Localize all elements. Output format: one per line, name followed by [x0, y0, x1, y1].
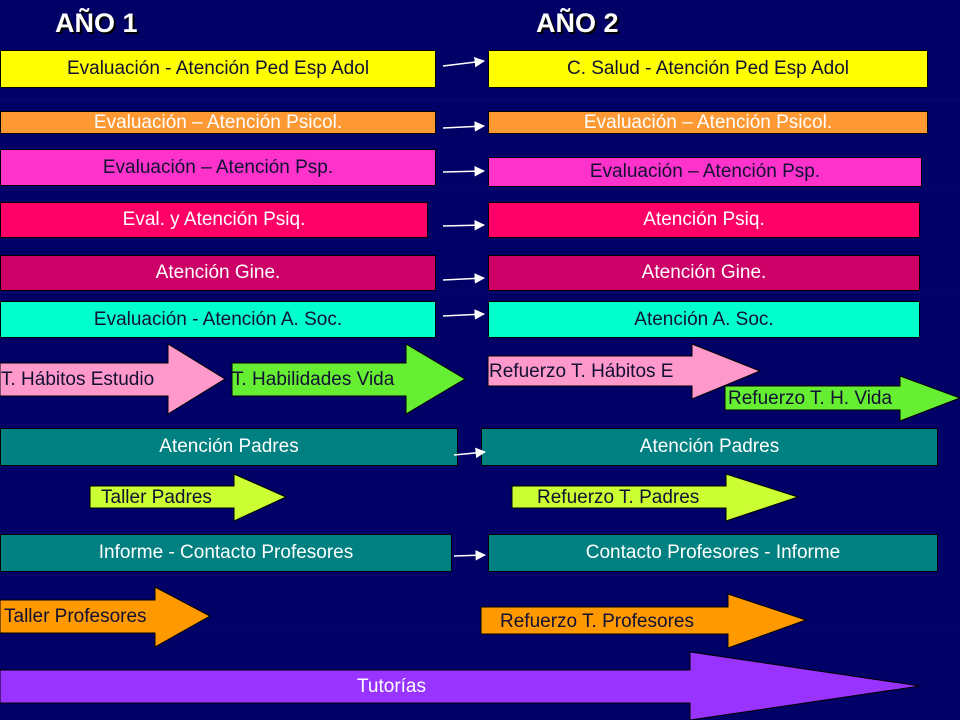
connector-arrow-row1: [442, 56, 486, 68]
label-habilidades-vida: T. Habilidades Vida: [232, 369, 395, 390]
box-psicol-year1: Evaluación – Atención Psicol.: [0, 111, 436, 134]
arrow-habitos-estudio: [0, 343, 226, 415]
box-asoc-year1: Evaluación - Atención A. Soc.: [0, 301, 436, 338]
label-refuerzo-padres: Refuerzo T. Padres: [537, 487, 700, 508]
arrow-refuerzo-padres: [511, 473, 800, 522]
box-padres-year1: Atención Padres: [0, 428, 458, 466]
arrow-taller-padres: [89, 473, 288, 522]
box-profesores-year2: Contacto Profesores - Informe: [488, 534, 938, 572]
arrow-habilidades-vida: [231, 343, 466, 415]
box-eval-ped-year1: Evaluación - Atención Ped Esp Adol: [0, 50, 436, 88]
box-gine-year1: Atención Gine.: [0, 255, 436, 291]
box-psiq-year2: Atención Psiq.: [488, 202, 920, 238]
label-refuerzo-profesores: Refuerzo T. Profesores: [500, 611, 694, 632]
connector-arrow-row3: [442, 165, 486, 177]
box-gine-year2: Atención Gine.: [488, 255, 920, 291]
connector-arrow-row5: [442, 273, 486, 284]
arrow-taller-profesores: [0, 586, 212, 648]
box-csalud-ped-year2: C. Salud - Atención Ped Esp Adol: [488, 50, 928, 88]
connector-arrow-row2: [442, 121, 486, 132]
connector-arrow-teachers: [453, 550, 487, 561]
box-psp-year2: Evaluación – Atención Psp.: [488, 157, 922, 187]
connector-arrow-row4: [442, 219, 486, 231]
label-refuerzo-habitos: Refuerzo T. Hábitos E: [489, 361, 674, 382]
box-psicol-year2: Evaluación – Atención Psicol.: [488, 111, 928, 134]
connector-arrow-parents: [453, 447, 487, 459]
label-taller-padres: Taller Padres: [101, 487, 212, 508]
arrow-refuerzo-profesores: [480, 593, 808, 649]
label-refuerzo-vida: Refuerzo T. H. Vida: [728, 388, 893, 409]
connector-arrow-row6: [442, 309, 486, 320]
box-psp-year1: Evaluación – Atención Psp.: [0, 149, 436, 186]
heading-year-2: AÑO 2: [536, 8, 619, 38]
label-tutorias: Tutorías: [357, 676, 426, 697]
arrow-tutorias: [0, 651, 921, 720]
label-taller-profesores: Taller Profesores: [4, 606, 147, 627]
box-profesores-year1: Informe - Contacto Profesores: [0, 534, 452, 572]
heading-year-1: AÑO 1: [55, 8, 138, 38]
arrow-refuerzo-habitos: [487, 343, 762, 400]
box-asoc-year2: Atención A. Soc.: [488, 301, 920, 338]
box-padres-year2: Atención Padres: [481, 428, 938, 466]
box-psiq-year1: Eval. y Atención Psiq.: [0, 202, 428, 238]
label-habitos-estudio: T. Hábitos Estudio: [1, 369, 155, 390]
arrow-refuerzo-vida: [724, 375, 960, 422]
